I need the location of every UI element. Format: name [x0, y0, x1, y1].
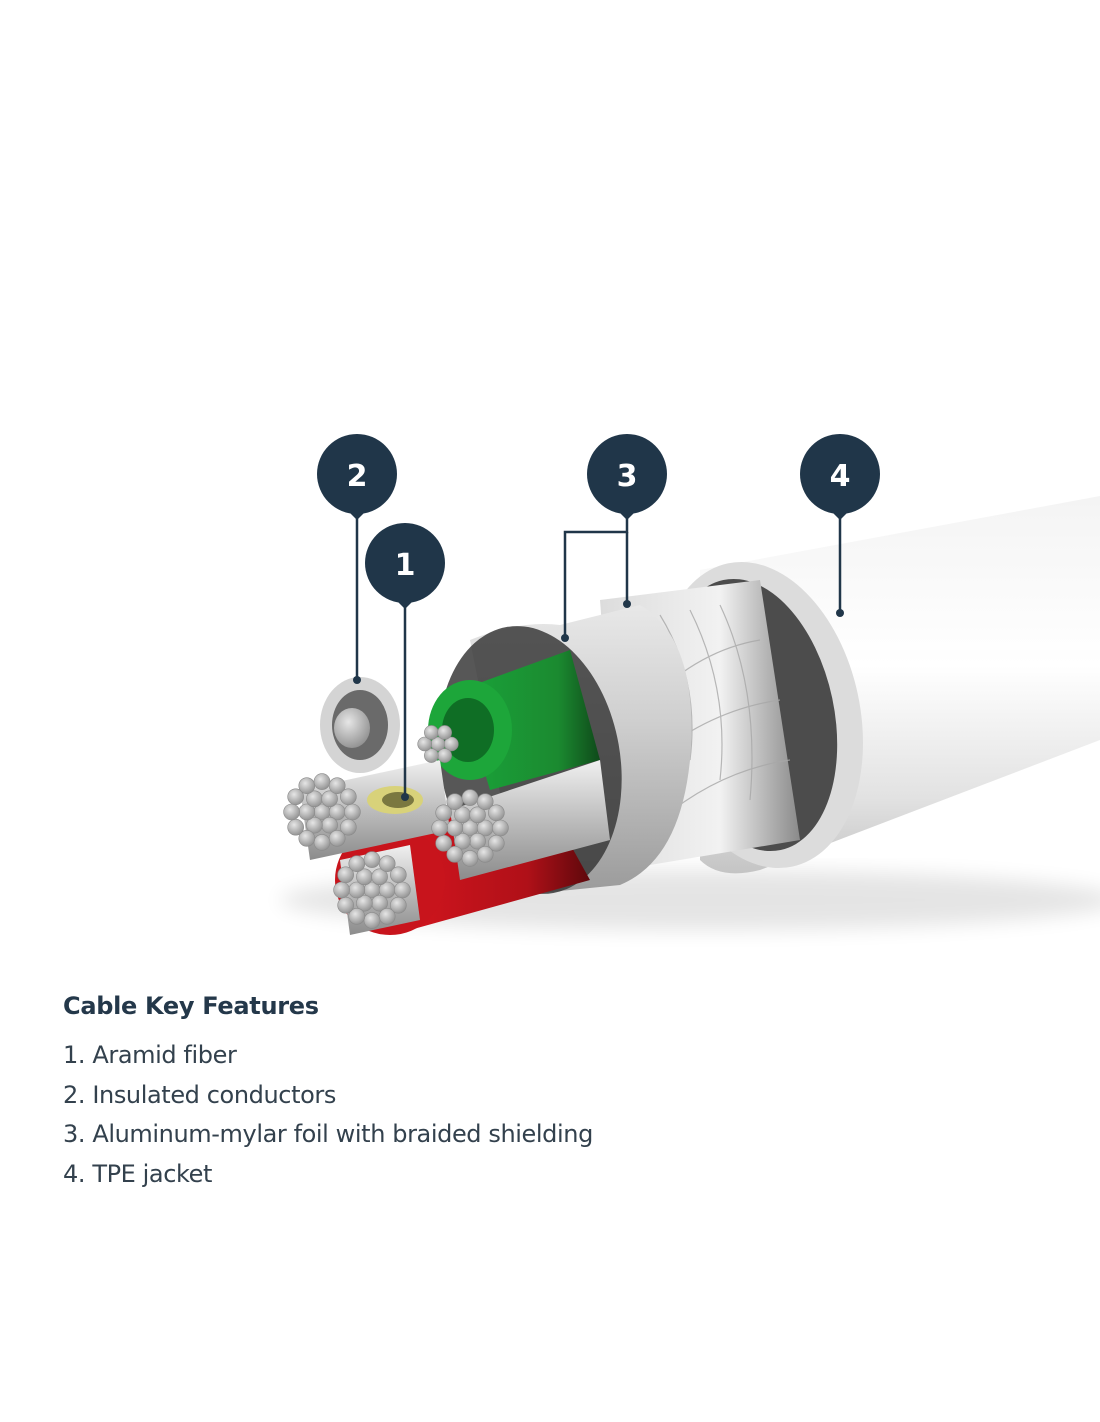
callout-2-dot [353, 676, 361, 684]
legend-item-foil-shielding: 3. Aluminum-mylar foil with braided shie… [63, 1120, 593, 1148]
callout-1-dot [401, 793, 409, 801]
bare-wire-bundle-bottom [333, 845, 420, 935]
wire-strand [488, 804, 505, 822]
wire-strand [348, 908, 366, 925]
wire-strand [313, 834, 331, 851]
callout-leader-lines [355, 505, 842, 795]
callout-leader-dots [353, 600, 844, 801]
wire-strand [435, 834, 452, 852]
callout-3-bubble [587, 434, 667, 514]
callout-3-dot-a [561, 634, 569, 642]
aramid-fiber [367, 786, 423, 814]
callout-4-bubble [800, 434, 880, 514]
wire-strand [461, 850, 479, 867]
wire-strand [378, 908, 396, 925]
wire-strand [476, 793, 494, 810]
wire-strand [340, 818, 357, 836]
bare-wire-bundle-right [431, 760, 610, 880]
wire-strand [469, 806, 486, 824]
wire-strand [287, 818, 304, 836]
wire-strand [378, 855, 396, 872]
wire-strand [283, 803, 300, 821]
callout-1: 1 [365, 523, 445, 609]
wire-strand [348, 855, 366, 872]
callout-3-dot-b [623, 600, 631, 608]
wire-strand [417, 736, 433, 752]
wire-strand [454, 832, 471, 850]
wire-strand [437, 748, 452, 763]
wire-strand [424, 725, 439, 740]
wire-strand [337, 866, 354, 884]
wire-strand [371, 868, 388, 886]
wire-strand [492, 819, 509, 837]
wire-strand [363, 912, 381, 929]
wire-strand [390, 866, 407, 884]
wire-strand [476, 846, 494, 863]
cable-cross-section-diagram: 2 1 3 4 [280, 434, 1100, 935]
callout-3: 3 [587, 434, 667, 520]
wire-strand [328, 830, 346, 847]
wire-strand [446, 793, 464, 810]
legend-list: 1. Aramid fiber 2. Insulated conductors … [63, 1036, 593, 1194]
white-insulated-conductor [320, 677, 400, 773]
wire-strand [363, 851, 381, 868]
wire-strand [446, 846, 464, 863]
wire-strand [313, 773, 331, 790]
wire-strand [435, 804, 452, 822]
wire-strand [333, 881, 350, 899]
wire-strand [488, 834, 505, 852]
wire-strand [431, 819, 448, 837]
legend-item-aramid-fiber: 1. Aramid fiber [63, 1041, 237, 1069]
callout-2: 2 [317, 434, 397, 520]
wire-strand [298, 777, 316, 794]
wire-strand [443, 736, 459, 752]
cable-key-features: Cable Key Features 1. Aramid fiber 2. In… [63, 992, 593, 1194]
callout-2-bubble [317, 434, 397, 514]
callout-1-bubble [365, 523, 445, 603]
callout-1-number: 1 [395, 548, 416, 583]
legend-item-insulated-conductors: 2. Insulated conductors [63, 1080, 336, 1109]
wire-strand [424, 748, 439, 763]
callout-4-number: 4 [830, 459, 851, 494]
callout-4-dot [836, 609, 844, 617]
wire-strand [306, 816, 323, 834]
callout-4: 4 [800, 434, 880, 520]
callout-3-number: 3 [617, 459, 638, 494]
wire-strand [356, 894, 373, 912]
wire-strand [344, 803, 361, 821]
callout-3-leader-left [563, 515, 629, 638]
green-conductor-strands [417, 725, 459, 763]
wire-strand [437, 725, 452, 740]
wire-strand [340, 788, 357, 806]
wire-strand [337, 896, 354, 914]
legend-title: Cable Key Features [63, 992, 319, 1020]
wire-strand [328, 777, 346, 794]
wire-strand [394, 881, 411, 899]
wire-strand [287, 788, 304, 806]
wire-strand [461, 789, 479, 806]
wire-strand [321, 790, 338, 808]
wire-strand [298, 830, 316, 847]
bare-wire-bundle-left [283, 760, 450, 860]
callout-2-number: 2 [347, 459, 368, 494]
wire-strand [390, 896, 407, 914]
legend-item-tpe-jacket: 4. TPE jacket [63, 1159, 213, 1188]
